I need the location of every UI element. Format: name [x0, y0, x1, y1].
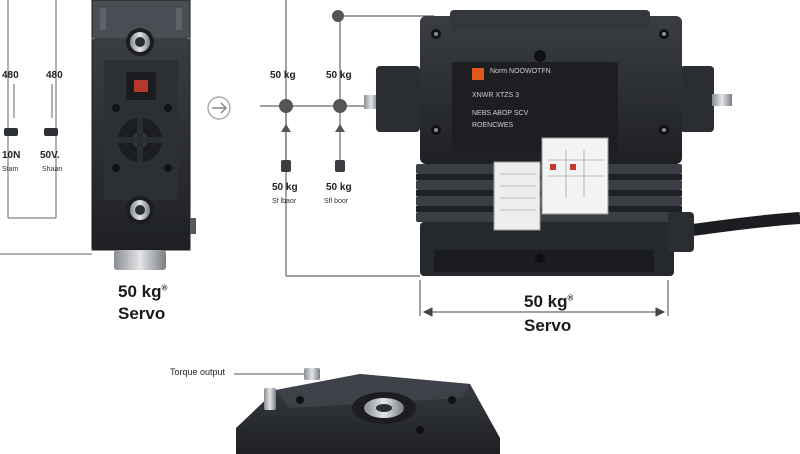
probe-icons [281, 160, 345, 172]
main-servo-plate-line3: NEBS ABOP SCV [472, 110, 529, 117]
dimension-line [419, 280, 669, 317]
wiring-sub-label-2: Sfl boor [324, 198, 349, 205]
wiring-top-label-1: 50 kg [270, 70, 296, 81]
wiring-lines [260, 0, 435, 277]
wiring-nodes [279, 10, 347, 132]
left-servo-caption-line2: Servo [118, 304, 166, 323]
rotation-arrow-icon [207, 96, 231, 120]
left-servo-body [91, 0, 196, 270]
wiring-top-label-2: 50 kg [326, 70, 352, 81]
main-servo-plate-line4: ROENCWES [472, 122, 514, 129]
left-servo-caption-line1: 50 kg® [118, 282, 168, 301]
left-top-value-1: 480 [2, 70, 19, 81]
wiring-sub-label-1: Sf lbaor [272, 198, 297, 205]
left-sub-label-2: Shaan [42, 166, 63, 173]
wiring-bottom-label-1: 50 kg [272, 182, 298, 193]
main-servo-caption-line2: Servo [524, 316, 572, 335]
main-servo-plate-line1: Norm NOOWOTFN [490, 68, 551, 75]
left-top-value-2: 480 [46, 70, 63, 81]
wiring-bottom-label-2: 50 kg [326, 182, 352, 193]
left-sub-label-1: Stam [2, 166, 19, 173]
left-bracket-lines [0, 0, 92, 255]
left-mid-value-1: 10N [2, 150, 21, 161]
torque-output-label: Torque output [170, 367, 226, 377]
main-servo-plate-line2: XNWR XTZS 3 [472, 92, 520, 99]
main-servo-caption-line1: 50 kg® [524, 292, 574, 311]
bottom-servo-body [234, 368, 500, 454]
main-servo-body [364, 10, 800, 276]
left-mid-value-2: 50V. [40, 150, 60, 161]
connector-icon [4, 128, 58, 136]
